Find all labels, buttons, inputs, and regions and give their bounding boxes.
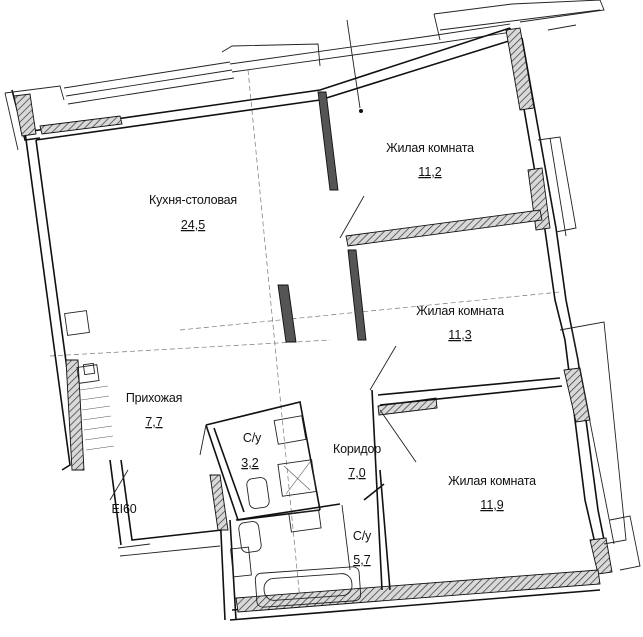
room-name-kitchen: Кухня-столовая [149, 193, 237, 207]
window-frames [117, 136, 641, 571]
room-name-corridor: Коридор [333, 442, 381, 456]
room-name-living-1: Жилая комната [386, 141, 474, 155]
room-area-corridor: 7,0 [348, 466, 365, 480]
room-name-living-2: Жилая комната [416, 304, 504, 318]
fixtures [64, 310, 362, 608]
room-name-bathroom-2: С/у [353, 529, 372, 543]
room-area-living-1: 11,2 [418, 165, 441, 179]
room-name-bathroom-1: С/у [243, 431, 262, 445]
room-area-living-3: 11,9 [480, 498, 503, 512]
room-area-hallway: 7,7 [145, 415, 162, 429]
door-fire-rating: EI60 [112, 502, 137, 516]
room-area-bathroom-2: 5,7 [353, 553, 370, 567]
room-name-hallway: Прихожая [126, 391, 182, 405]
room-area-kitchen: 24,5 [181, 218, 205, 232]
room-name-living-3: Жилая комната [448, 474, 536, 488]
room-area-living-2: 11,3 [448, 328, 471, 342]
hatched-wall-segments [13, 27, 613, 613]
room-labels: Кухня-столовая 24,5 Жилая комната 11,2 Ж… [112, 141, 537, 567]
room-area-bathroom-1: 3,2 [241, 456, 258, 470]
interior-walls [109, 91, 563, 591]
